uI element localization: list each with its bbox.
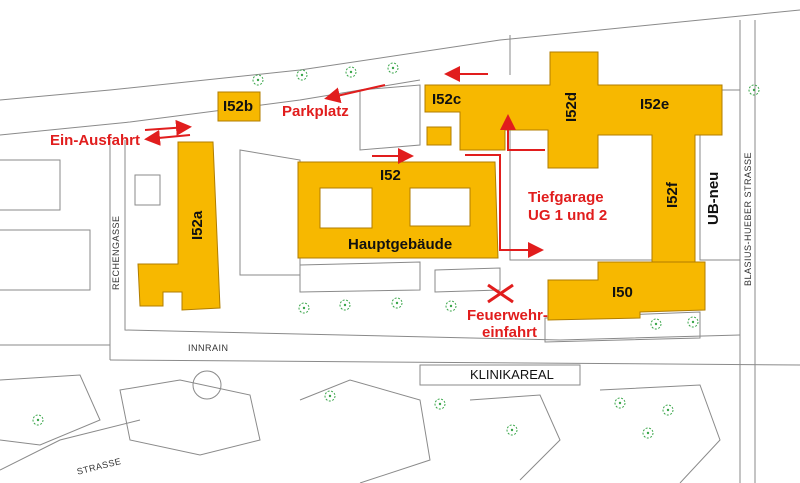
street-innrain: INNRAIN xyxy=(188,343,229,353)
building-shapes xyxy=(137,51,723,321)
building-label-hauptgebaeude: Hauptgebäude xyxy=(348,236,453,253)
tiefgarage-levels-label: UG 1 und 2 xyxy=(528,207,608,224)
building-label-i52a: I52a xyxy=(189,210,206,240)
cross-icon xyxy=(487,283,514,304)
building-label-ub-neu: UB-neu xyxy=(705,171,722,225)
building-label-i50: I50 xyxy=(612,284,633,301)
street-blasius-hueber: BLASIUS-HUEBER STRASSE xyxy=(743,151,753,286)
building-label-i52b: I52b xyxy=(223,98,254,115)
building-label-i52: I52 xyxy=(380,167,401,184)
courtyards xyxy=(319,187,471,229)
traffic-arrows xyxy=(144,66,545,258)
klinikareal-label: KLINIKAREAL xyxy=(470,367,554,382)
parkplatz-label: Parkplatz xyxy=(282,103,349,120)
feuerwehr-einfahrt-label: einfahrt xyxy=(482,324,538,341)
feuerwehr-label: Feuerwehr- xyxy=(467,307,548,324)
tiefgarage-label: Tiefgarage xyxy=(528,189,604,206)
street-rechengasse: RECHENGASSE xyxy=(111,215,121,290)
building-label-i52d: I52d xyxy=(563,91,580,122)
building-label-i52e: I52e xyxy=(640,96,670,113)
building-label-i52c: I52c xyxy=(432,91,462,108)
building-label-i52f: I52f xyxy=(664,182,681,208)
ein-ausfahrt-label: Ein-Ausfahrt xyxy=(50,132,140,149)
roundabout xyxy=(192,370,222,400)
